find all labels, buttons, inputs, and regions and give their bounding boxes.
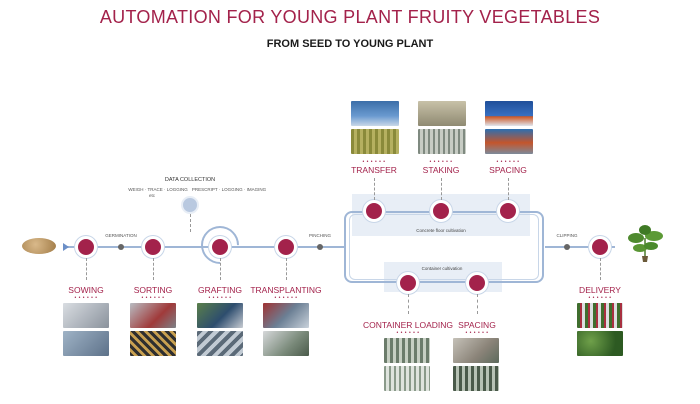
spacing-top-connector (508, 178, 509, 200)
spacing-bottom-label: SPACING (458, 320, 496, 330)
sorting-dots: • • • • • • (141, 295, 165, 301)
transfer-dots: • • • • • • (362, 159, 386, 165)
transfer-label: TRANSFER (351, 165, 397, 175)
data-collection-left-2: etc (148, 193, 156, 198)
staking-label: STAKING (422, 165, 460, 175)
delivery-photo-2 (577, 331, 623, 356)
sowing-photo-1 (63, 303, 109, 328)
transfer-connector (374, 178, 375, 200)
sorting-connector (153, 258, 154, 280)
sorting-photo-1 (130, 303, 176, 328)
delivery-connector (600, 258, 601, 280)
transplanting-dots: • • • • • • (274, 295, 298, 301)
process-line-main (66, 246, 344, 248)
spacing-bottom-dots: • • • • • • (465, 330, 489, 336)
sowing-label: SOWING (68, 285, 104, 295)
staking-node (430, 200, 452, 222)
spacing-top-node (497, 200, 519, 222)
data-collection-icon (181, 196, 199, 214)
delivery-dots: • • • • • • (588, 295, 612, 301)
transfer-photo-2 (351, 129, 399, 154)
transplanting-photo-1 (263, 303, 309, 328)
spacing-bottom-connector (477, 294, 478, 314)
data-collection-dash (190, 214, 191, 232)
young-plant-image (624, 224, 666, 264)
sorting-photo-2 (130, 331, 176, 356)
container-loading-photo-1 (384, 338, 430, 363)
staking-dots: • • • • • • (429, 159, 453, 165)
process-loop-inner (349, 214, 539, 280)
container-loading-node (397, 272, 419, 294)
delivery-node (589, 236, 611, 258)
page-subtitle: FROM SEED TO YOUNG PLANT (266, 38, 434, 50)
spacing-bottom-photo-1 (453, 338, 499, 363)
transfer-photo-1 (351, 101, 399, 126)
seeds-image (22, 238, 56, 254)
spacing-top-label: SPACING (489, 165, 527, 175)
data-collection-left: WEIGH · TRACE · LOGGING (128, 187, 188, 192)
clipping-dot (564, 244, 570, 250)
transplanting-photo-2 (263, 331, 309, 356)
page-title: AUTOMATION FOR YOUNG PLANT FRUITY VEGETA… (99, 7, 601, 27)
spacing-top-dots: • • • • • • (496, 159, 520, 165)
clipping-label: CLIPPING (556, 233, 578, 238)
sowing-photo-2 (63, 331, 109, 356)
germination-label: GERMINATION (105, 233, 137, 238)
transfer-node (363, 200, 385, 222)
staking-photo-2 (418, 129, 466, 154)
sowing-connector (86, 258, 87, 280)
grafting-dots: • • • • • • (208, 295, 232, 301)
spacing-bottom-node (466, 272, 488, 294)
process-line-exit (545, 246, 615, 248)
container-loading-photo-2 (384, 366, 430, 391)
grafting-node (209, 236, 231, 258)
sorting-node (142, 236, 164, 258)
pinching-label: PINCHING (308, 233, 332, 238)
pinching-dot (317, 244, 323, 250)
grafting-photo-1 (197, 303, 243, 328)
container-loading-label: CONTAINER LOADING (362, 320, 454, 330)
data-collection-right: PRESCRIPT · LOGGING · IMAGING (191, 187, 267, 192)
container-label: Container cultivation (421, 266, 463, 271)
delivery-label: DELIVERY (579, 285, 621, 295)
staking-connector (441, 178, 442, 200)
sowing-node (75, 236, 97, 258)
start-arrow-icon (63, 243, 69, 251)
staking-photo-1 (418, 101, 466, 126)
transplanting-node (275, 236, 297, 258)
container-loading-dots: • • • • • • (396, 330, 420, 336)
spacing-bottom-photo-2 (453, 366, 499, 391)
germination-dot (118, 244, 124, 250)
transplanting-connector (286, 258, 287, 280)
delivery-photo-1 (577, 303, 623, 328)
sowing-dots: • • • • • • (74, 295, 98, 301)
container-loading-connector (408, 294, 409, 314)
grafting-photo-2 (197, 331, 243, 356)
spacing-top-photo-2 (485, 129, 533, 154)
sorting-label: SORTING (133, 285, 173, 295)
spacing-top-photo-1 (485, 101, 533, 126)
grafting-label: GRAFTING (198, 285, 242, 295)
transplanting-label: TRANSPLANTING (250, 285, 322, 295)
grafting-connector (220, 258, 221, 280)
concrete-floor-label: Concrete floor cultivation (416, 228, 466, 233)
data-collection-label: DATA COLLECTION (164, 177, 216, 183)
